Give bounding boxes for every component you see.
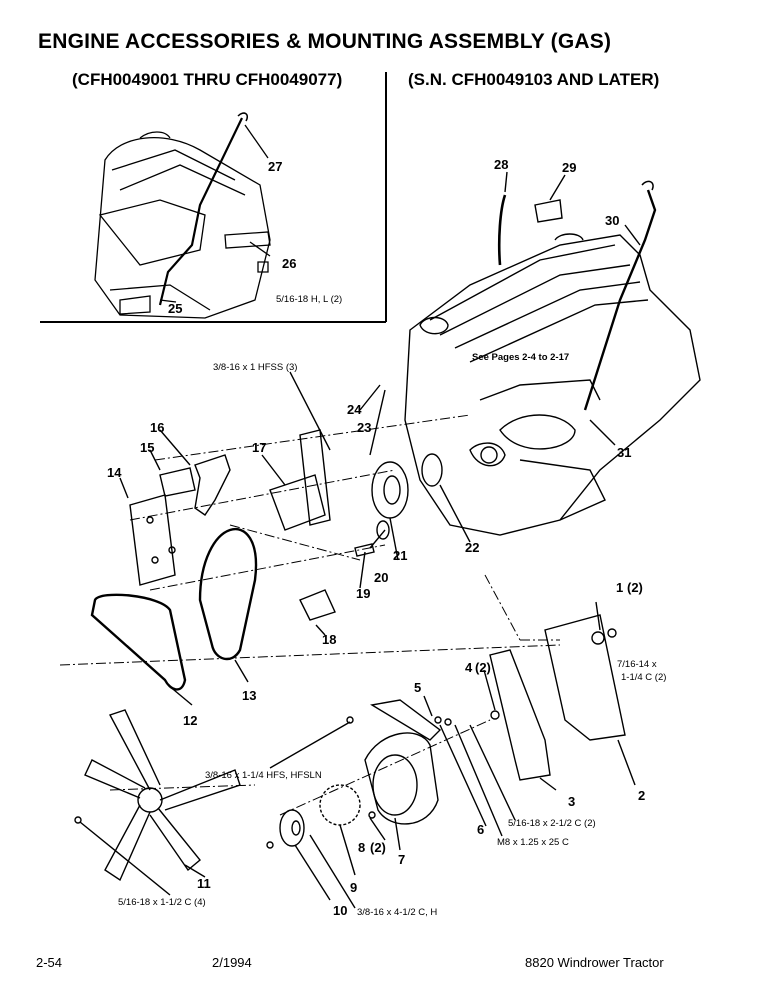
spec-fan-bolt: 5/16-18 x 1-1/2 C (4) <box>118 897 206 908</box>
main-engine-illustration <box>404 171 701 536</box>
callout-8: 8 <box>358 840 365 855</box>
callout-27: 27 <box>268 159 282 174</box>
spec-m8: M8 x 1.25 x 25 C <box>497 837 569 848</box>
callout-25: 25 <box>168 301 182 316</box>
spec-hl: 5/16-18 H, L (2) <box>276 294 342 305</box>
spec-pulley-bolt: 3/8-16 x 4-1/2 C, H <box>357 907 437 918</box>
callout-3: 3 <box>568 794 575 809</box>
spec-hfs-hfsln: 3/8-16 x 1-1/4 HFS, HFSLN <box>205 770 322 781</box>
spec-c1-size-b: 1-1/4 C (2) <box>621 672 666 683</box>
callout-16: 16 <box>150 420 164 435</box>
callout-28: 28 <box>494 157 508 172</box>
component-drawings <box>74 371 636 909</box>
callout-21: 21 <box>393 548 407 563</box>
assembly-centerlines <box>59 414 561 816</box>
callout-7: 7 <box>398 852 405 867</box>
callout-24: 24 <box>347 402 362 417</box>
subtitle-serial-range-early: (CFH0049001 THRU CFH0049077) <box>72 70 343 89</box>
callout-18: 18 <box>322 632 336 647</box>
subtitle-serial-range-later: (S.N. CFH0049103 AND LATER) <box>408 70 660 89</box>
callout-9: 9 <box>350 880 357 895</box>
callout-31: 31 <box>617 445 631 460</box>
callout-23: 23 <box>357 420 371 435</box>
fan-blades <box>84 709 241 882</box>
callout-10: 10 <box>333 903 347 918</box>
callout-4: 4 <box>465 660 473 675</box>
callout-13: 13 <box>242 688 256 703</box>
callout-11: 11 <box>197 876 211 891</box>
callout-22: 22 <box>465 540 479 555</box>
callout-labels: 1 (2) 2 3 4 (2) 5 6 7 8 (2) 9 10 11 12 1… <box>107 157 645 918</box>
callout-29: 29 <box>562 160 576 175</box>
callout-30: 30 <box>605 213 619 228</box>
spec-hfss: 3/8-16 x 1 HFSS (3) <box>213 362 297 373</box>
callout-5: 5 <box>414 680 421 695</box>
callout-17: 17 <box>252 440 266 455</box>
callout-1-qty: (2) <box>627 580 643 595</box>
callout-19: 19 <box>356 586 370 601</box>
inset-frame <box>40 72 387 323</box>
spec-c1-size-a: 7/16-14 x <box>617 659 657 670</box>
callout-2: 2 <box>638 788 645 803</box>
callout-4-qty: (2) <box>475 660 491 675</box>
publish-date: 2/1994 <box>212 955 252 970</box>
page-number: 2-54 <box>36 955 63 970</box>
spec-c3-bolt: 5/16-18 x 2-1/2 C (2) <box>508 818 596 829</box>
callout-26: 26 <box>282 256 296 271</box>
callout-12: 12 <box>183 713 197 728</box>
callout-6: 6 <box>477 822 484 837</box>
inset-engine-illustration <box>94 112 271 319</box>
see-pages-note: See Pages 2-4 to 2-17 <box>472 352 569 363</box>
callout-15: 15 <box>140 440 154 455</box>
page-title: ENGINE ACCESSORIES & MOUNTING ASSEMBLY (… <box>38 30 612 53</box>
hardware-specs: 3/8-16 x 1 HFSS (3) See Pages 2-4 to 2-1… <box>118 294 666 918</box>
callout-20: 20 <box>374 570 388 585</box>
callout-1: 1 <box>616 580 623 595</box>
product-name: 8820 Windrower Tractor <box>525 955 664 970</box>
callout-8-qty: (2) <box>370 840 386 855</box>
callout-14: 14 <box>107 465 122 480</box>
